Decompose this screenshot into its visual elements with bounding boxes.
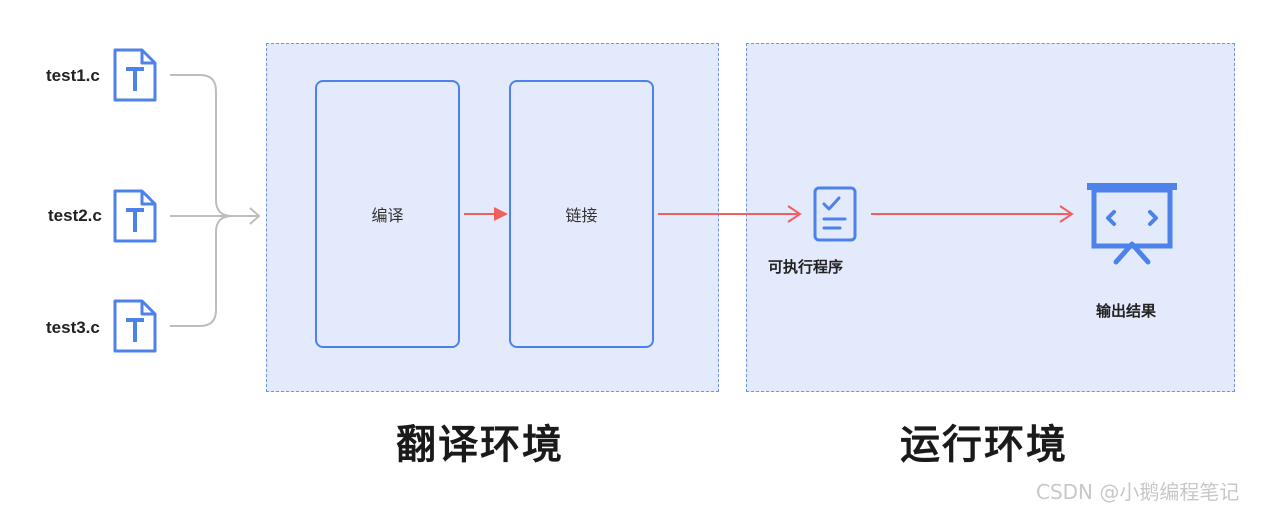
- runtime-env-title: 运行环境: [900, 422, 1068, 468]
- text-file-icon: [113, 189, 157, 243]
- compile-step-box: 编译: [315, 80, 460, 348]
- file-label-test2: test2.c: [48, 206, 102, 225]
- output-label: 输出结果: [1096, 302, 1157, 320]
- watermark: CSDN @小鹅编程笔记: [1036, 480, 1240, 504]
- link-to-executable-arrow: [658, 205, 802, 223]
- compile-step-label: 编译: [371, 206, 404, 225]
- file-label-test1: test1.c: [46, 66, 100, 85]
- file-merge-connector: [170, 74, 261, 327]
- translation-env-title: 翻译环境: [396, 422, 564, 468]
- output-screen-icon: [1087, 183, 1177, 265]
- compile-to-link-arrow: [464, 207, 508, 221]
- text-file-icon: [113, 48, 157, 102]
- link-step-label: 链接: [565, 206, 598, 225]
- executable-to-output-arrow: [871, 205, 1074, 223]
- text-file-icon: [113, 299, 157, 353]
- executable-label: 可执行程序: [768, 258, 844, 276]
- executable-checklist-icon: [813, 186, 857, 242]
- file-label-test3: test3.c: [46, 318, 100, 337]
- link-step-box: 链接: [509, 80, 654, 348]
